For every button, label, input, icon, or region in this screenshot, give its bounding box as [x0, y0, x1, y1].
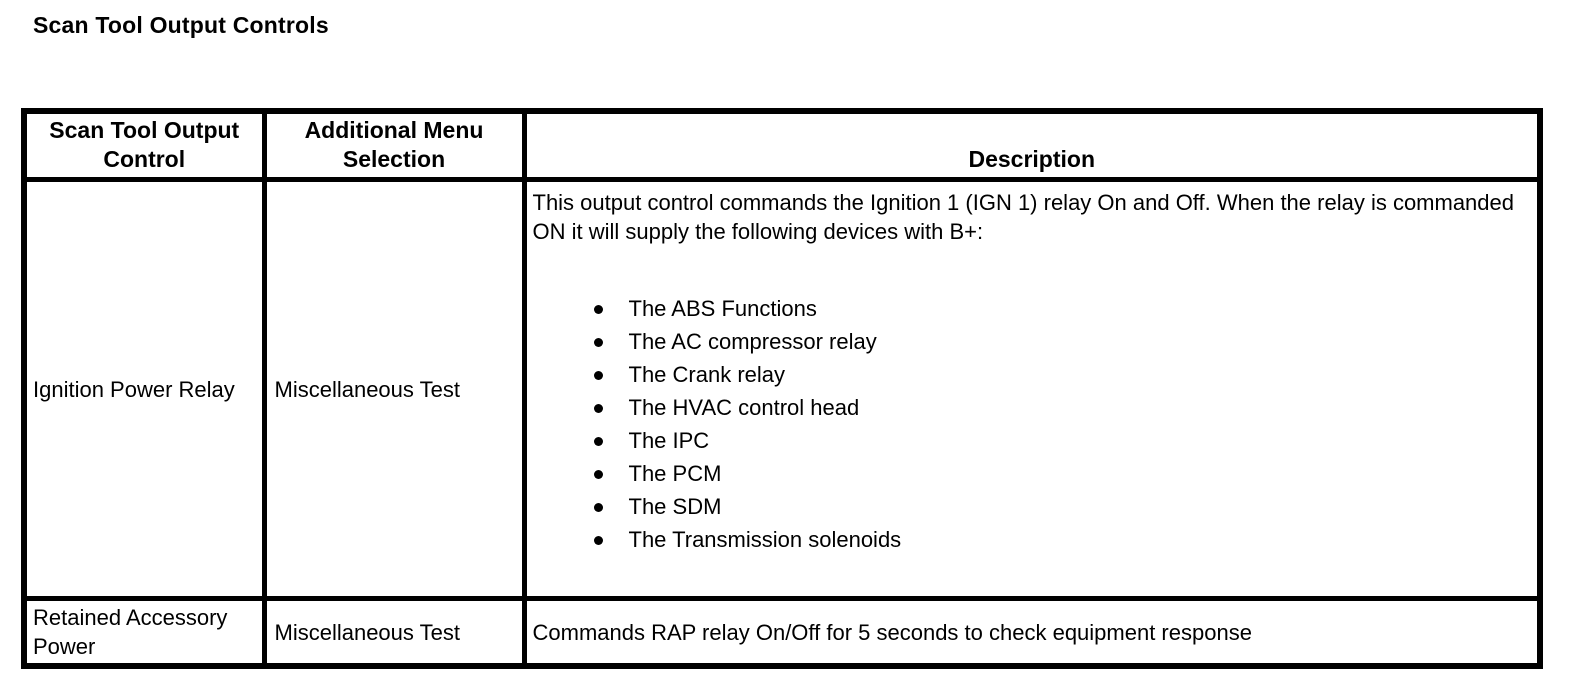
bullet-icon — [593, 470, 603, 479]
bullet-icon — [593, 437, 603, 446]
list-item-label: The HVAC control head — [628, 395, 860, 420]
bullet-icon — [593, 371, 603, 380]
column-header-additional-menu-selection: Additional Menu Selection — [261, 108, 527, 182]
list-item: The IPC — [533, 424, 1528, 457]
cell-menu-selection: Miscellaneous Test — [261, 177, 527, 601]
cell-description: Commands RAP relay On/Off for 5 seconds … — [521, 596, 1543, 669]
list-item: The PCM — [533, 457, 1528, 490]
list-item-label: The ABS Functions — [628, 296, 817, 321]
bullet-icon — [593, 404, 603, 413]
cell-control-name: Retained Accessory Power — [21, 596, 267, 669]
powered-devices-bullet-list: The ABS Functions The AC compressor rela… — [533, 292, 1528, 556]
table-header-row: Scan Tool Output Control Additional Menu… — [21, 108, 1543, 182]
cell-control-name: Ignition Power Relay — [21, 177, 267, 601]
column-header-description: Description — [521, 108, 1543, 182]
scan-tool-output-controls-table: Scan Tool Output Control Additional Menu… — [21, 108, 1543, 669]
list-item: The HVAC control head — [533, 391, 1528, 424]
description-intro-text: This output control commands the Ignitio… — [532, 190, 1515, 244]
list-item-label: The Transmission solenoids — [628, 527, 902, 552]
cell-menu-selection: Miscellaneous Test — [261, 596, 527, 669]
list-item: The SDM — [533, 490, 1528, 523]
bullet-icon — [593, 305, 603, 314]
list-item-label: The PCM — [628, 461, 722, 486]
list-item-label: The IPC — [628, 428, 710, 453]
bullet-icon — [593, 536, 603, 545]
page-title: Scan Tool Output Controls — [33, 12, 329, 38]
list-item: The Crank relay — [533, 358, 1528, 391]
list-item: The ABS Functions — [533, 292, 1528, 325]
cell-description: This output control commands the Ignitio… — [521, 177, 1543, 601]
table-row-ignition-power-relay: Ignition Power Relay Miscellaneous Test … — [21, 177, 1543, 601]
list-item-label: The AC compressor relay — [628, 329, 877, 354]
list-item: The AC compressor relay — [533, 325, 1528, 358]
bullet-icon — [593, 503, 603, 512]
bullet-icon — [593, 338, 603, 347]
column-header-scan-tool-output-control: Scan Tool Output Control — [21, 108, 267, 182]
list-item: The Transmission solenoids — [533, 523, 1528, 556]
list-item-label: The Crank relay — [628, 362, 786, 387]
list-item-label: The SDM — [628, 494, 722, 519]
table-row-retained-accessory-power: Retained Accessory Power Miscellaneous T… — [21, 596, 1543, 669]
